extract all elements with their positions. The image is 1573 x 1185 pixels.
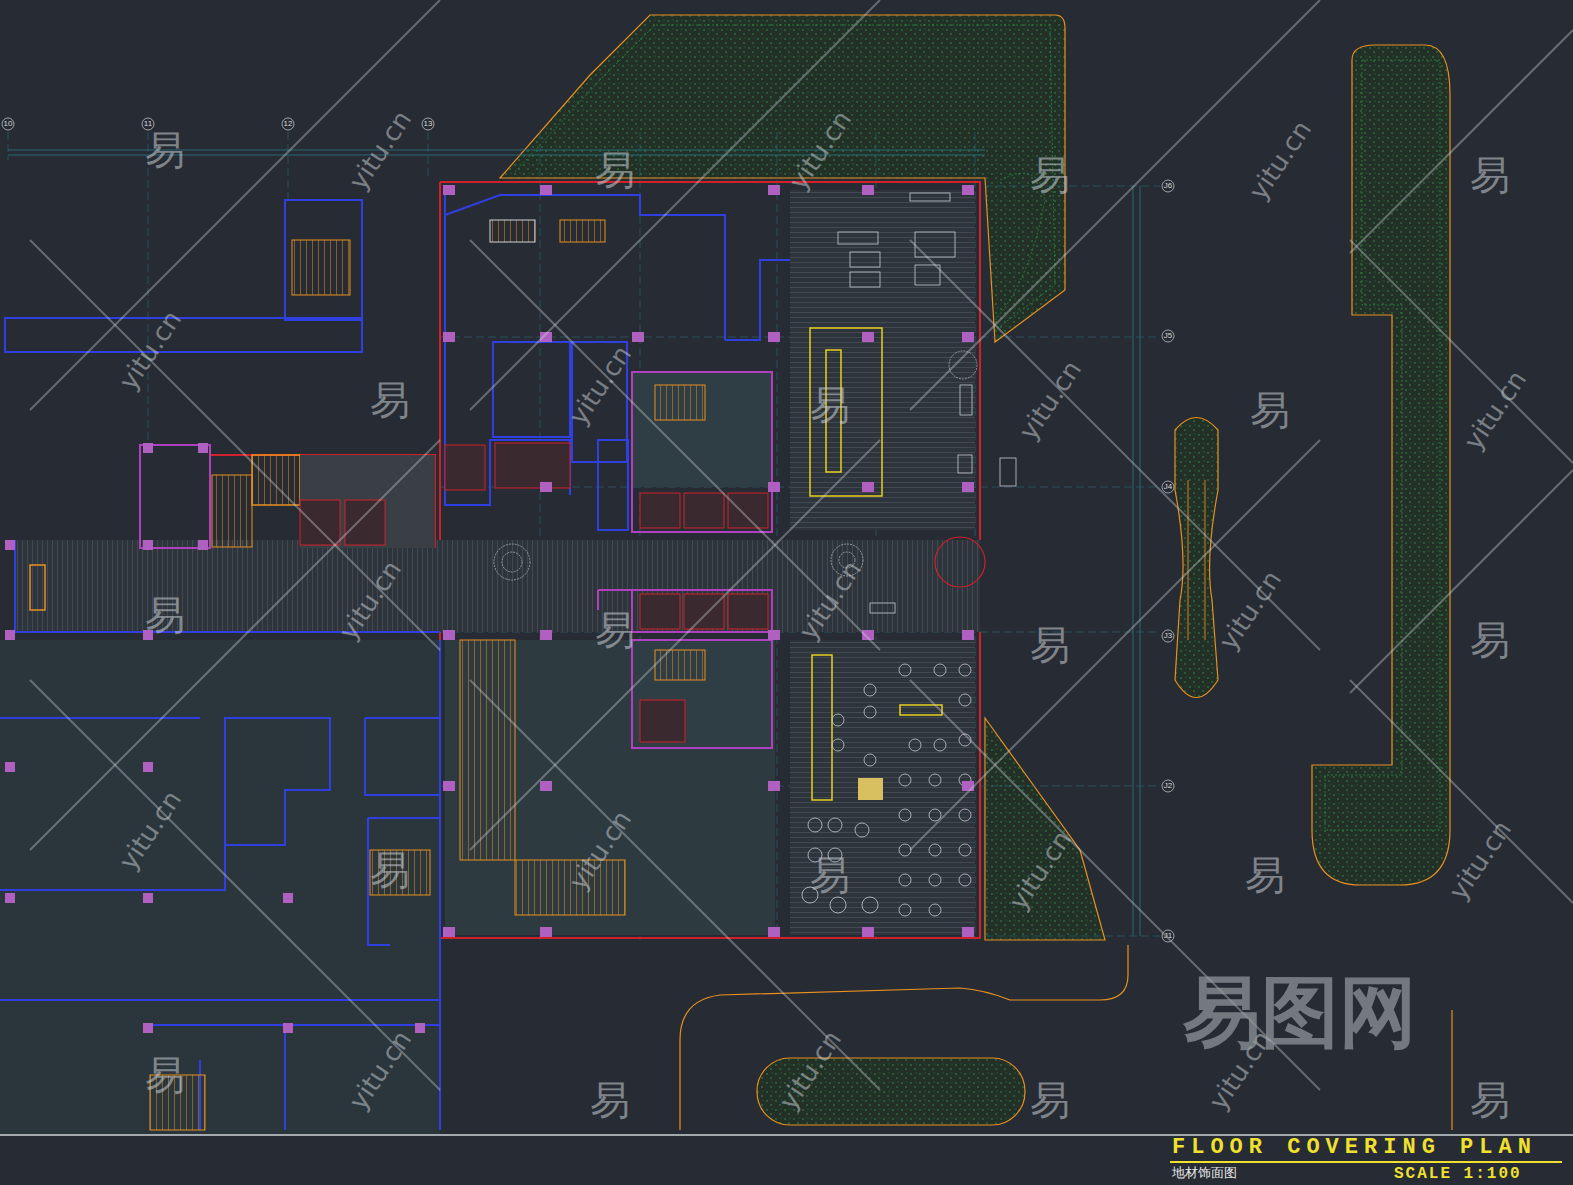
watermark: 易 [590,1080,630,1120]
grid-axis-label: 10 [4,120,13,128]
watermark: 易 [1470,1080,1510,1120]
watermark: 易 [370,850,410,890]
watermark: 易 [145,130,185,170]
watermark: yitu.cn [565,341,636,429]
watermark: 易 [1245,855,1285,895]
watermark: 易 [370,380,410,420]
watermark: 易 [595,150,635,190]
grid-axis-label: J2 [1164,782,1172,790]
grid-axis-label: J1 [1164,932,1172,940]
watermark: yitu.cn [1445,816,1516,904]
watermark: 易 [1030,155,1070,195]
grid-axis-label: J6 [1164,182,1172,190]
watermark: 易 [1250,390,1290,430]
watermark-logo: 易图网 [1183,973,1417,1051]
watermark: yitu.cn [115,306,186,394]
watermark: 易 [145,1055,185,1095]
watermark: 易 [1030,1080,1070,1120]
watermark: 易 [595,610,635,650]
watermark: 易 [1470,620,1510,660]
watermark: 易 [145,595,185,635]
watermark: yitu.cn [1015,356,1086,444]
drawing-title: FLOOR COVERING PLAN [1172,1137,1537,1159]
watermark: 易 [810,385,850,425]
watermark: 易 [1030,625,1070,665]
watermark: 易 [810,855,850,895]
grid-axis-label: J5 [1164,332,1172,340]
grid-axis-label: J3 [1164,632,1172,640]
watermark: yitu.cn [1245,116,1316,204]
grid-axis-label: J4 [1164,483,1172,491]
watermark: 易 [1470,155,1510,195]
grid-axis-label: 13 [424,120,433,128]
grid-axis-label: 12 [284,120,293,128]
scale-note: SCALE 1:100 [1394,1166,1522,1182]
chinese-subtitle: 地材饰面图 [1172,1166,1237,1179]
grid-axis-label: 11 [144,120,152,128]
